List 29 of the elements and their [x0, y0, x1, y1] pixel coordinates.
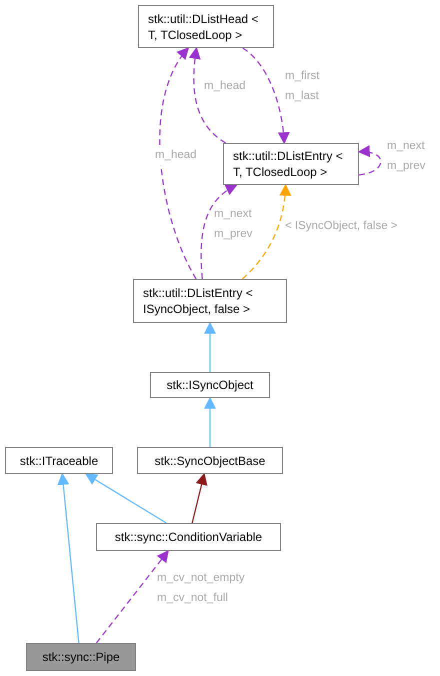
- class-box: [133, 279, 287, 323]
- class-name: stk::util::DListEntry < T, TClosedLoop >: [233, 148, 344, 180]
- arrow: [57, 472, 80, 644]
- class-name: stk::util::DListEntry < ISyncObject, false >: [143, 285, 254, 317]
- class-box: [5, 447, 113, 474]
- class-box: [26, 643, 136, 671]
- arrow: [204, 396, 216, 447]
- class-box: [150, 372, 270, 398]
- arrow: [159, 47, 197, 280]
- class-box: [138, 5, 274, 48]
- class-name: stk::util::DListHead < T, TClosedLoop >: [148, 10, 260, 42]
- arrow: [242, 48, 290, 144]
- class-box: [223, 143, 359, 185]
- class-box: [96, 523, 281, 551]
- class-name: stk::sync::ConditionVariable: [114, 529, 262, 545]
- class-name: stk::ISyncObject: [166, 377, 254, 393]
- edge-label: m_head: [155, 145, 197, 165]
- class-box: [137, 447, 283, 474]
- class-name: stk::ITraceable: [20, 452, 98, 468]
- arrow: [96, 550, 169, 644]
- arrow: [84, 473, 167, 524]
- arrow: [358, 146, 382, 176]
- class-name: stk::sync::Pipe: [42, 649, 120, 665]
- arrow: [200, 184, 238, 280]
- class-name: stk::SyncObjectBase: [154, 452, 266, 468]
- arrow: [189, 46, 226, 144]
- arrow: [192, 472, 208, 524]
- arrow: [204, 322, 216, 372]
- arrow: [242, 184, 292, 280]
